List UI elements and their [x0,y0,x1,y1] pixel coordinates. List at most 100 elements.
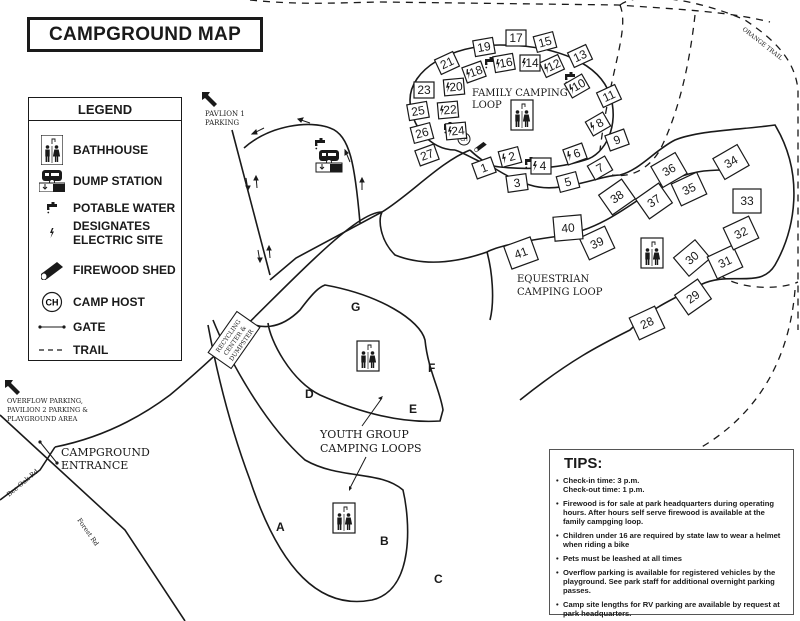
campsite-33[interactable]: 33 [732,188,762,214]
legend-label: FIREWOOD SHED [73,263,176,277]
campsite-23[interactable]: 23 [413,81,435,99]
campsite-box [413,81,435,99]
campsite-10[interactable]: 10 [563,73,591,99]
campsite-30[interactable]: 30 [672,238,712,278]
campsite-25[interactable]: 25 [406,100,430,122]
campsite-16[interactable]: 16 [492,52,516,74]
campsite-27[interactable]: 27 [414,143,440,167]
tips-title: TIPS: [564,455,603,472]
campsite-38[interactable]: 38 [597,178,637,216]
gate-icon [37,324,67,330]
campsite-box [505,29,527,47]
campsite-box [578,225,616,261]
campsite-35[interactable]: 35 [670,171,708,207]
tip-item: Children under 16 are required by state … [556,531,787,549]
campsite-box [414,143,440,167]
campsite-40[interactable]: 40 [552,214,584,242]
legend: LEGEND BATHHOUSE DUMP STATION POTABLE WA… [28,97,182,361]
trail-top [249,0,771,23]
campsite-19[interactable]: 19 [472,36,496,58]
campsite-14[interactable]: 14 [519,54,541,72]
campsite-3[interactable]: 3 [505,173,529,193]
equestrian-loop [379,124,795,401]
legend-label: TRAIL [73,343,109,357]
campsite-8[interactable]: 8 [584,111,612,137]
potable-water-icon [37,202,67,214]
dump-station-icon [315,149,343,173]
campsite-box [563,73,591,99]
campsite-34[interactable]: 34 [712,143,750,181]
campsite-26[interactable]: 26 [409,121,435,145]
campsite-box [562,142,588,166]
arrowhead [349,486,352,491]
campsite-29[interactable]: 29 [673,278,713,316]
bathhouse-icon [356,340,380,372]
campsite-39[interactable]: 39 [578,225,616,261]
campsite-28[interactable]: 28 [628,305,666,341]
campsite-17[interactable]: 17 [505,29,527,47]
campsite-9[interactable]: 9 [604,128,630,152]
campsite-11[interactable]: 11 [595,83,623,109]
pavilion-label-line1: PAVLION 1 [205,110,245,118]
campsite-24[interactable]: 24 [444,121,468,141]
campsite-box [650,151,688,189]
campsite-13[interactable]: 13 [566,43,594,69]
youth-site-a[interactable]: A [276,520,285,534]
campsite-number: 10 [569,75,588,94]
campsite-21[interactable]: 21 [433,50,461,76]
campsite-1[interactable]: 1 [471,156,497,180]
trail-equestrian-east [719,274,799,288]
campsite-box [461,60,487,84]
road-to-family [381,149,471,213]
campsite-number: 12 [545,56,563,74]
youth-site-g[interactable]: G [351,300,360,314]
legend-item-trail: TRAIL [37,343,108,357]
youth-letters: G F E D A B C [276,300,443,586]
campsite-5[interactable]: 5 [555,170,581,194]
youth-site-e[interactable]: E [409,402,417,416]
youth-label-line1: YOUTH GROUP [319,428,409,441]
campsite-32[interactable]: 32 [722,215,760,251]
campsite-18[interactable]: 18 [461,60,487,84]
campsite-6[interactable]: 6 [562,142,588,166]
campsite-number: 9 [611,132,622,148]
campsite-4[interactable]: 4 [530,157,552,175]
equestrian-label-line1: EQUESTRIAN [517,274,589,285]
campsite-36[interactable]: 36 [650,151,688,189]
campsite-number: 21 [438,54,456,72]
dump-station-icon [37,170,67,192]
campsite-22[interactable]: 22 [436,100,460,120]
firewood-shed-icon [37,260,67,280]
youth-site-f[interactable]: F [428,361,435,375]
youth-site-c[interactable]: C [434,572,443,586]
campsite-number: 24 [451,123,466,138]
campsite-2[interactable]: 2 [497,145,523,169]
orange-trail-label: ORANGE TRAIL [741,26,784,62]
campsite-37[interactable]: 37 [634,182,674,220]
campsite-number: 22 [443,102,458,117]
campsite-31[interactable]: 31 [706,244,744,280]
youth-site-d[interactable]: D [305,387,314,401]
campsite-7[interactable]: 7 [586,155,614,181]
campsite-number: 11 [600,87,618,105]
campsite-number: 16 [498,55,514,71]
legend-label: POTABLE WATER [73,201,176,215]
campsite-box [566,43,594,69]
potable-water-icon [315,138,325,150]
campsite-12[interactable]: 12 [538,53,566,79]
youth-label-line2: CAMPING LOOPS [320,442,422,455]
campsite-15[interactable]: 15 [532,30,558,54]
bathhouse-icon [510,99,534,131]
campsite-box [555,170,581,194]
campsite-20[interactable]: 20 [442,77,466,97]
campsite-41[interactable]: 41 [502,236,540,270]
family-loop [409,44,614,170]
youth-site-b[interactable]: B [380,534,389,548]
campsite-number: 1 [478,160,489,176]
youth-loop-g [242,284,444,423]
legend-label: BATHHOUSE [73,143,149,157]
campsite-box [532,30,558,54]
youth-arrow-up-icon [361,397,383,427]
